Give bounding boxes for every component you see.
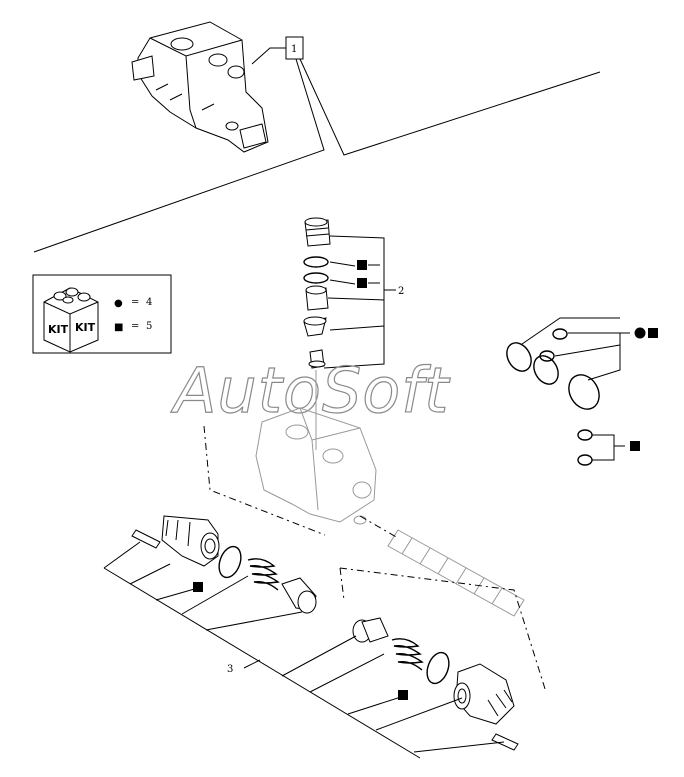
end-cap-left[interactable] [131,515,220,567]
center-lines [203,425,547,693]
seal-square-marker [630,441,640,451]
o-ring-left[interactable] [215,544,245,581]
kit-box-icon: KIT KIT [43,287,99,353]
spring-seat-right[interactable] [352,617,389,643]
watermark: AutoSoft [170,354,451,427]
svg-text:2: 2 [398,286,404,297]
o-ring-set[interactable] [502,317,658,415]
svg-text:4: 4 [146,297,152,308]
callout-3: 3 [103,541,505,759]
seal-square-marker[interactable] [398,690,408,700]
seal-square-marker [357,260,367,270]
svg-text:■: ■ [114,322,123,333]
valve-section-ghost [255,370,377,525]
callout-1: 1 [33,36,601,253]
callout-2: 2 [323,235,404,369]
end-cap-right[interactable] [453,663,519,751]
seal-square-marker [648,328,658,338]
valve-assembly-top[interactable] [131,21,269,153]
svg-text:●: ● [114,298,123,309]
small-o-rings[interactable] [577,429,640,466]
svg-text:KIT: KIT [75,321,96,334]
seal-square-marker[interactable] [193,582,203,592]
seal-square-marker [357,278,367,288]
o-ring-right[interactable] [423,650,453,687]
svg-text:3: 3 [227,664,233,675]
svg-text:=: = [131,297,139,308]
svg-text:=: = [131,321,139,332]
spring-seat-left[interactable] [281,577,317,614]
kit-legend: KIT KIT ● = 4 ■ = 5 [32,274,172,354]
svg-text:1: 1 [291,44,297,55]
seal-circle-marker [634,327,646,339]
spring-left[interactable] [247,558,280,591]
relief-valve-stack[interactable] [303,217,331,369]
spring-right[interactable] [391,638,424,671]
svg-text:KIT: KIT [48,323,69,336]
spool-ghost [359,515,525,617]
svg-text:5: 5 [146,321,152,332]
